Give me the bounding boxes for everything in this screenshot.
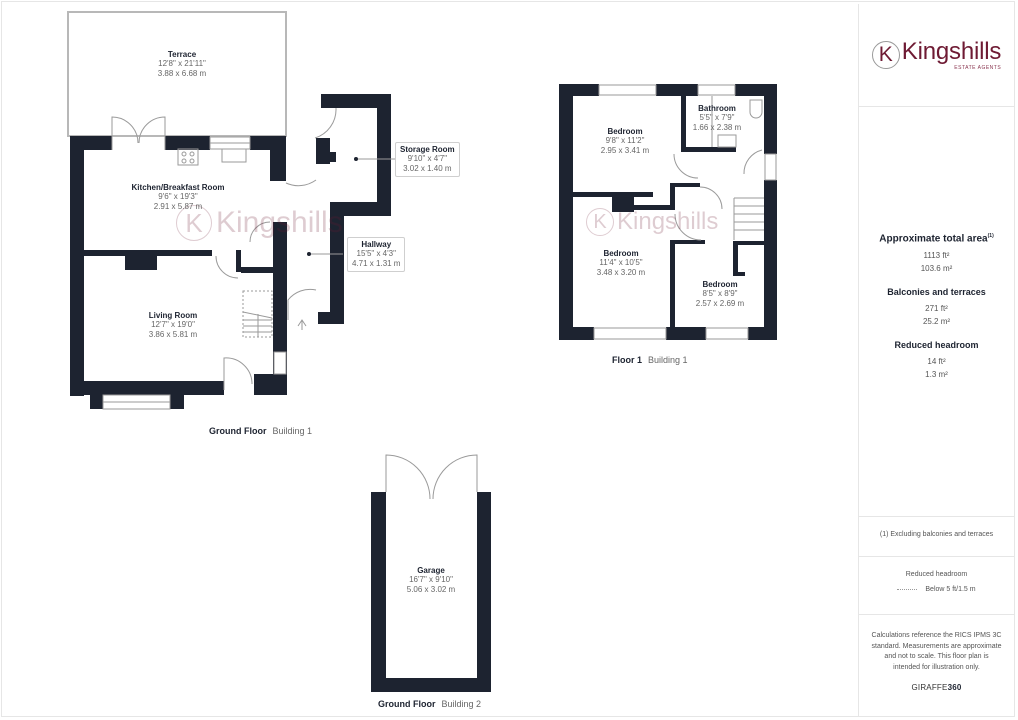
balconies-ft: 271 ft²	[925, 304, 948, 314]
reduced-headroom-m: 1.3 m²	[925, 370, 948, 380]
info-sidebar: K Kingshills ESTATE AGENTS Approximate t…	[858, 4, 1014, 716]
balconies-m: 25.2 m²	[922, 317, 951, 327]
room-label-bathroom: Bathroom 5'5" x 7'9" 1.66 x 2.38 m	[692, 104, 742, 132]
floor-plan-area: K Kingshills K Kingshills Terrace 12'8" …	[67, 11, 777, 709]
room-label-storage: Storage Room 9'10" x 4'7" 3.02 x 1.40 m	[395, 142, 460, 177]
brand-logo: K Kingshills ESTATE AGENTS	[859, 4, 1014, 107]
area-summary: Approximate total area(1) 1113 ft² 103.6…	[859, 107, 1014, 517]
room-label-bedroom-3: Bedroom 8'5" x 8'9" 2.57 x 2.69 m	[695, 280, 745, 308]
disclaimer: Calculations reference the RICS IPMS 3C …	[871, 632, 1002, 692]
brand-name: Kingshills	[901, 37, 1002, 65]
room-label-terrace: Terrace 12'8" x 21'11" 3.88 x 6.68 m	[157, 50, 207, 78]
floor-plan-drawing	[67, 11, 777, 692]
room-label-bedroom-2: Bedroom 11'4" x 10'5" 3.48 x 3.20 m	[596, 249, 646, 277]
reduced-headroom-ft: 14 ft²	[927, 357, 946, 367]
total-area-m: 103.6 m²	[920, 264, 953, 274]
reduced-headroom-title: Reduced headroom	[894, 340, 979, 351]
room-label-kitchen: Kitchen/Breakfast Room 9'6" x 19'3" 2.91…	[131, 183, 225, 211]
legend: Reduced headroom Below 5 ft/1.5 m	[859, 557, 1014, 615]
room-label-living-room: Living Room 12'7" x 19'0" 3.86 x 5.81 m	[148, 311, 198, 339]
room-label-hallway: Hallway 15'5" x 4'3" 4.71 x 1.31 m	[347, 237, 406, 272]
balconies-title: Balconies and terraces	[887, 287, 986, 298]
total-area-title: Approximate total area(1)	[879, 233, 994, 245]
room-label-garage: Garage 16'7" x 9'10" 5.06 x 3.02 m	[406, 566, 456, 594]
legend-item-label: Below 5 ft/1.5 m	[925, 586, 976, 593]
dotted-line-icon	[897, 589, 918, 590]
software-brand: GIRAFFE360	[911, 683, 962, 692]
logo-k-icon: K	[871, 41, 900, 69]
footnote: (1) Excluding balconies and terraces	[859, 517, 1014, 557]
legend-title: Reduced headroom	[905, 571, 968, 578]
room-label-bedroom-1: Bedroom 9'8" x 11'2" 2.95 x 3.41 m	[600, 127, 650, 155]
brand-subtitle: ESTATE AGENTS	[954, 64, 1002, 71]
total-area-ft: 1113 ft²	[923, 251, 950, 261]
